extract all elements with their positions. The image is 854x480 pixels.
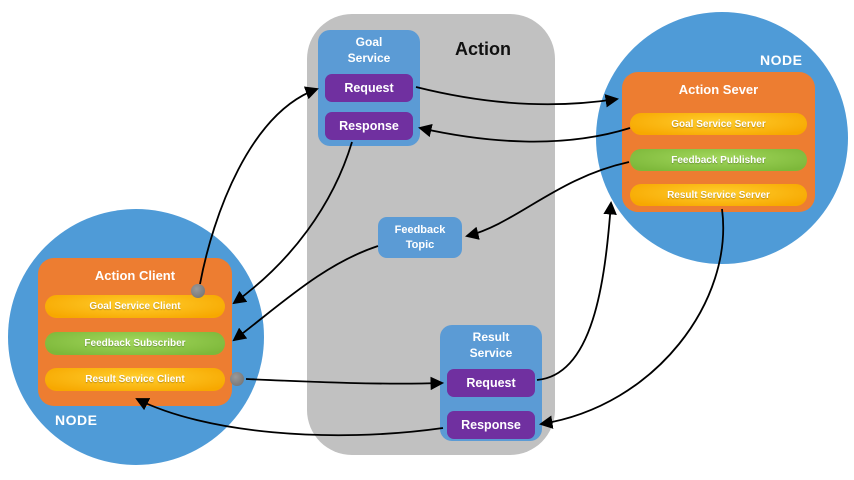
result-service-box: Result Service Request Response — [440, 325, 542, 441]
action-client-box: Action Client Goal Service Client Feedba… — [38, 258, 232, 406]
result-request-box: Request — [447, 369, 535, 397]
feedback-publisher-pill: Feedback Publisher — [630, 149, 807, 171]
goal-service-box: Goal Service Request Response — [318, 30, 420, 146]
goal-service-title: Goal Service — [318, 35, 420, 66]
action-server-box: Action Sever Goal Service Server Feedbac… — [622, 72, 815, 212]
action-client-title: Action Client — [94, 268, 176, 283]
goal-response-box: Response — [325, 112, 413, 140]
action-server-title: Action Sever — [678, 82, 759, 97]
client-node-label: NODE — [55, 412, 98, 428]
feedback-topic-box: Feedback Topic — [378, 217, 462, 258]
goal-request-box: Request — [325, 74, 413, 102]
feedback-subscriber-pill: Feedback Subscriber — [45, 332, 225, 355]
result-response-box: Response — [447, 411, 535, 439]
goal-service-title-text: Goal Service — [347, 35, 391, 65]
result-service-title: Result Service — [440, 330, 542, 361]
server-node-label: NODE — [760, 52, 803, 68]
result-service-server-pill: Result Service Server — [630, 184, 807, 206]
result-service-client-pill: Result Service Client — [45, 368, 225, 391]
result-service-title-text: Result Service — [469, 330, 513, 360]
action-title: Action — [455, 39, 511, 59]
goal-connector-dot — [191, 284, 205, 298]
goal-service-server-pill: Goal Service Server — [630, 113, 807, 135]
result-connector-dot — [230, 372, 244, 386]
feedback-topic-text: Feedback Topic — [394, 224, 446, 251]
goal-service-client-pill: Goal Service Client — [45, 295, 225, 318]
